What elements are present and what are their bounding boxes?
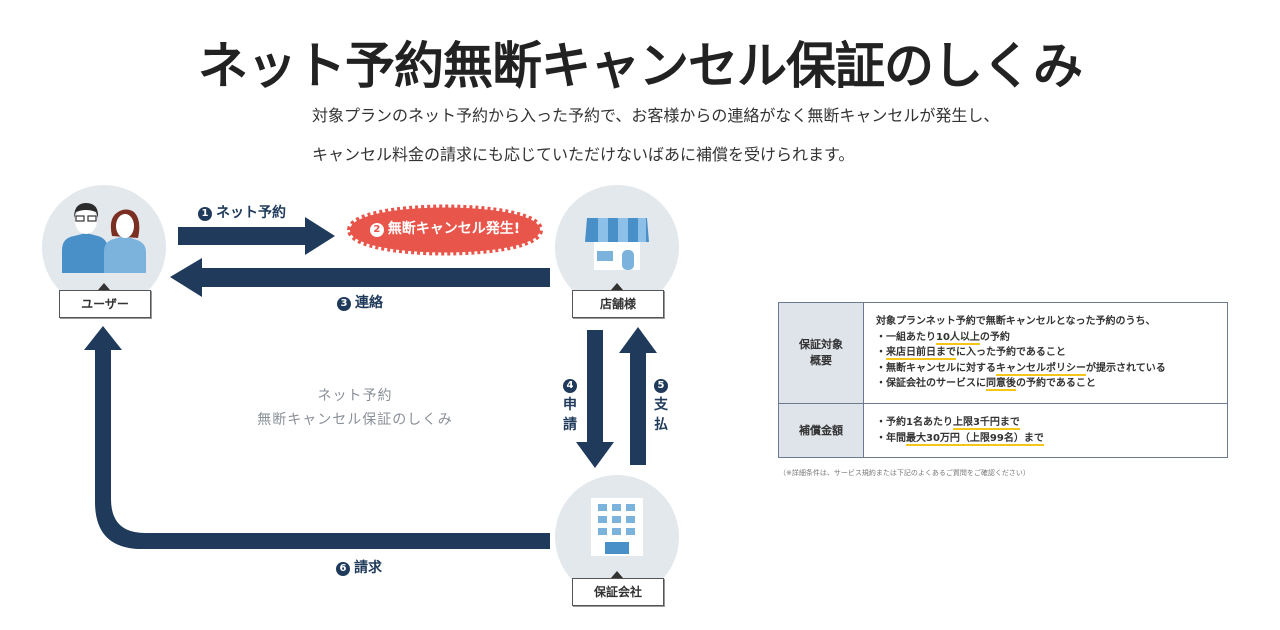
lead-text-line-1: 対象プランのネット予約から入った予約で、お客様からの連絡がなく無断キャンセルが発… [312,106,1000,125]
step-5-label: 5 支 払 [654,379,668,433]
building-icon [591,498,643,556]
arrow-contact [170,258,550,297]
table-row: 保証対象 概要 対象プランネット予約で無断キャンセルとなった予約のうち、 ・一組… [778,302,1228,404]
users-icon [62,203,146,273]
conditions-table: 保証対象 概要 対象プランネット予約で無断キャンセルとなった予約のうち、 ・一組… [778,302,1228,458]
diagram-caption: ネット予約 無断キャンセル保証のしくみ [257,388,453,428]
row-header-compensation: 補償金額 [778,403,864,458]
condition-item: ・無断キャンセルに対するキャンセルポリシーが提示されている [876,362,1166,376]
compensation-item: ・予約1名あたり上限3千円まで [876,417,1020,430]
row-body-coverage: 対象プランネット予約で無断キャンセルとなった予約のうち、 ・一組あたり10人以上… [863,302,1228,404]
arrow-net-booking [178,217,335,255]
company-node-label: 保証会社 [572,578,664,606]
arrow-claim [576,330,614,468]
condition-item: ・一組あたり10人以上の予約 [876,331,1010,345]
condition-item: ・来店日前日までに入った予約であること [876,347,1066,361]
condition-item: ・保証会社のサービスに同意後の予約であること [876,378,1096,392]
arrow-payment [619,327,657,465]
row-body-compensation: ・予約1名あたり上限3千円まで ・年間最大30万円（上限99名）まで [863,403,1228,458]
step-4-label: 4 申 請 [563,379,577,433]
arrow-billing [84,326,550,549]
table-footnote: （※詳細条件は、サービス規約または下記のよくあるご質問をご確認ください） [779,469,1030,477]
user-node-label: ユーザー [59,290,151,318]
compensation-item: ・年間最大30万円（上限99名）まで [876,432,1044,446]
row-header-coverage: 保証対象 概要 [778,302,864,404]
no-show-burst-badge [346,204,544,256]
page-title: ネット予約無断キャンセル保証のしくみ [198,37,1083,95]
store-node-label: 店舗様 [572,290,664,318]
lead-text-line-2: キャンセル料金の請求にも応じていただけないばあに補償を受けられます。 [312,145,855,164]
store-icon [585,218,649,270]
table-row: 補償金額 ・予約1名あたり上限3千円まで ・年間最大30万円（上限99名）まで [778,403,1228,458]
